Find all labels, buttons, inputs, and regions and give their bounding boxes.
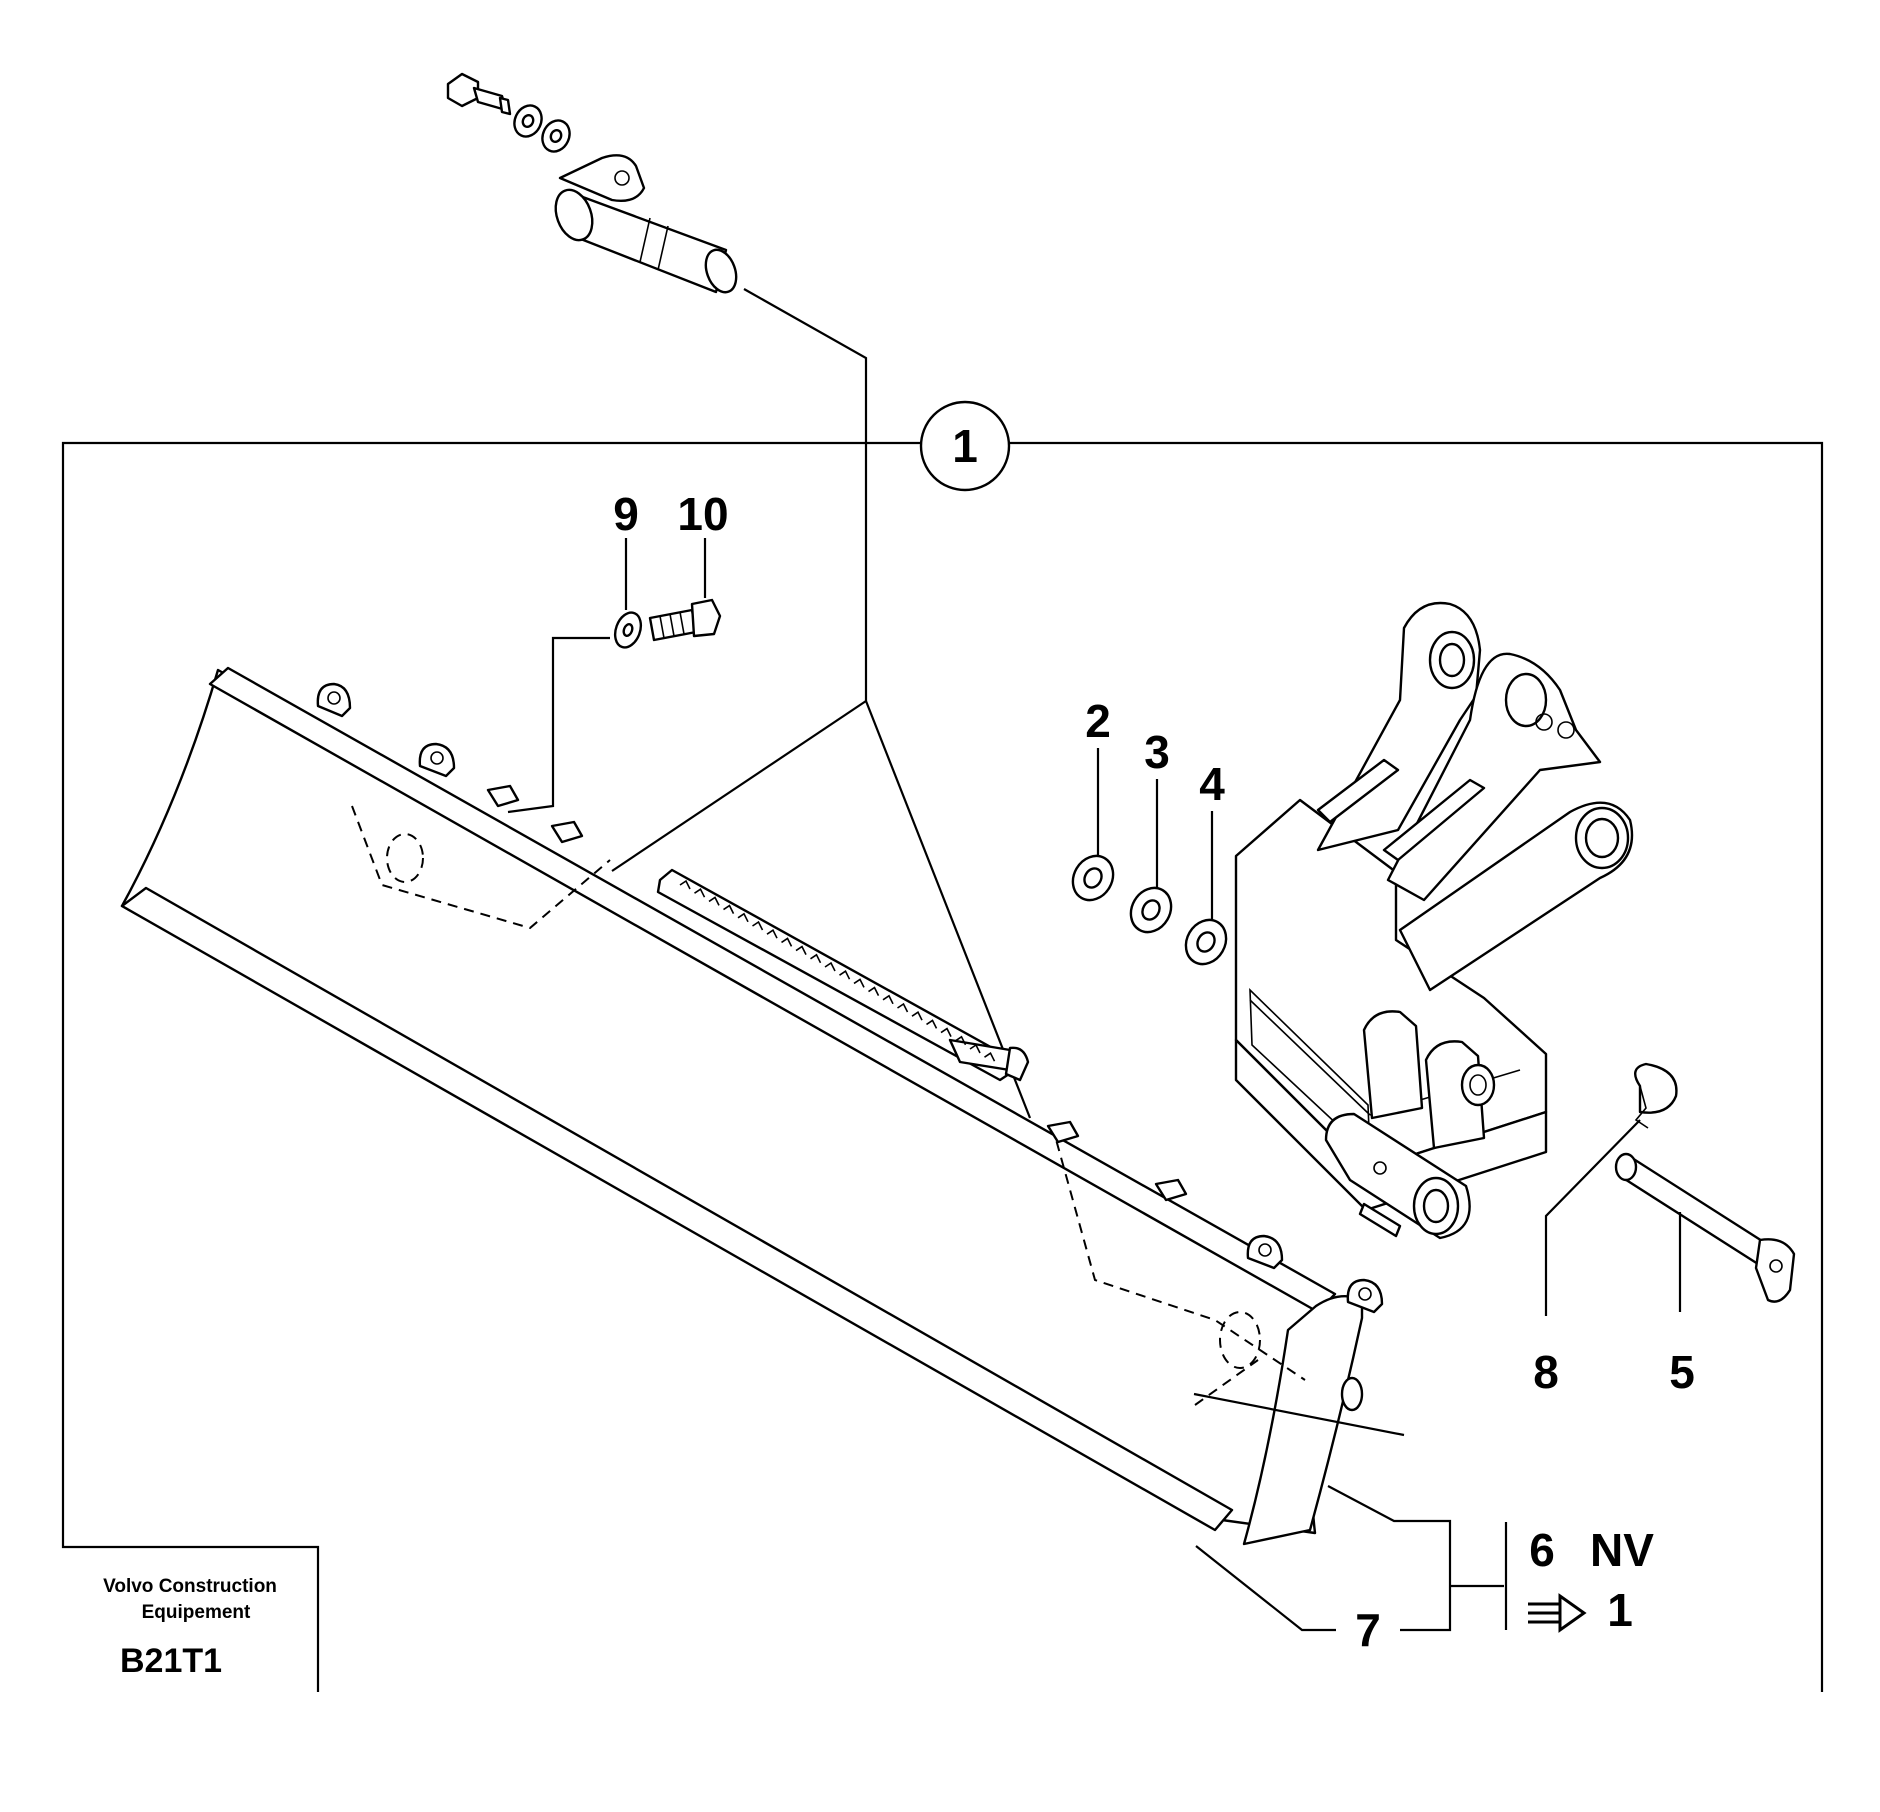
cylinder-rib [824, 961, 836, 972]
lynch-pin-8 [1634, 1062, 1678, 1129]
company-line-1: Volvo Construction [103, 1576, 277, 1597]
washer-2 [1071, 854, 1115, 902]
cylinder-rib [882, 994, 894, 1005]
pin-leader [743, 288, 868, 701]
washer-9 [613, 611, 643, 649]
cylinder-rib [810, 953, 822, 964]
ref-arrow-icon [1528, 1593, 1587, 1633]
cylinder-rib [839, 970, 851, 980]
cylinder-ribs [679, 879, 996, 1062]
cylinder-rib [723, 904, 735, 914]
callout-1: 1 [952, 420, 978, 472]
top-bolt [446, 72, 512, 116]
cylinder-rib [694, 888, 706, 898]
callout-9: 9 [613, 488, 639, 540]
cylinder-rib [708, 896, 720, 906]
pivot-pin [554, 154, 738, 294]
dozer-blade [120, 666, 1384, 1546]
cylinder-rib [766, 929, 778, 939]
cylinder-rib [984, 1052, 996, 1062]
cylinder-rib [737, 912, 749, 923]
cylinder-rib [868, 986, 880, 996]
mounting-bracket [1234, 601, 1634, 1240]
pivot-pin-assembly [446, 72, 738, 294]
callout-5: 5 [1669, 1346, 1695, 1398]
callout-6: 6 [1529, 1524, 1555, 1576]
ref-number: 1 [1607, 1584, 1633, 1636]
cylinder-rib [955, 1035, 967, 1046]
cylinder-rib [926, 1019, 938, 1029]
cylinder-rib [752, 920, 764, 931]
callout-8: 8 [1533, 1346, 1559, 1398]
top-lugs [316, 682, 1384, 1412]
callout-10: 10 [677, 488, 728, 540]
cylinder-rib [969, 1043, 981, 1054]
variant-code: NV [1590, 1524, 1654, 1576]
group-frame [61, 441, 1824, 1692]
callout-2: 2 [1085, 695, 1111, 747]
cylinder-rib [795, 945, 807, 955]
callout-3: 3 [1144, 726, 1170, 778]
washer-3 [1129, 886, 1173, 934]
cylinder-rib [940, 1027, 952, 1037]
cylinder-rib [781, 937, 793, 947]
company-line-2: Equipement [142, 1602, 251, 1623]
cylinder-rib [679, 879, 691, 890]
callout-4: 4 [1199, 758, 1225, 810]
callout-1-circle [919, 400, 1011, 492]
callout-7: 7 [1355, 1604, 1381, 1656]
drawing-code: B21T1 [120, 1642, 222, 1680]
pin-5 [1614, 1152, 1796, 1303]
cylinder-rib [897, 1002, 909, 1013]
bolt-10 [648, 598, 722, 642]
cylinder-rib [853, 978, 865, 988]
cylinder-rib [911, 1011, 923, 1021]
washer-4 [1184, 918, 1228, 966]
